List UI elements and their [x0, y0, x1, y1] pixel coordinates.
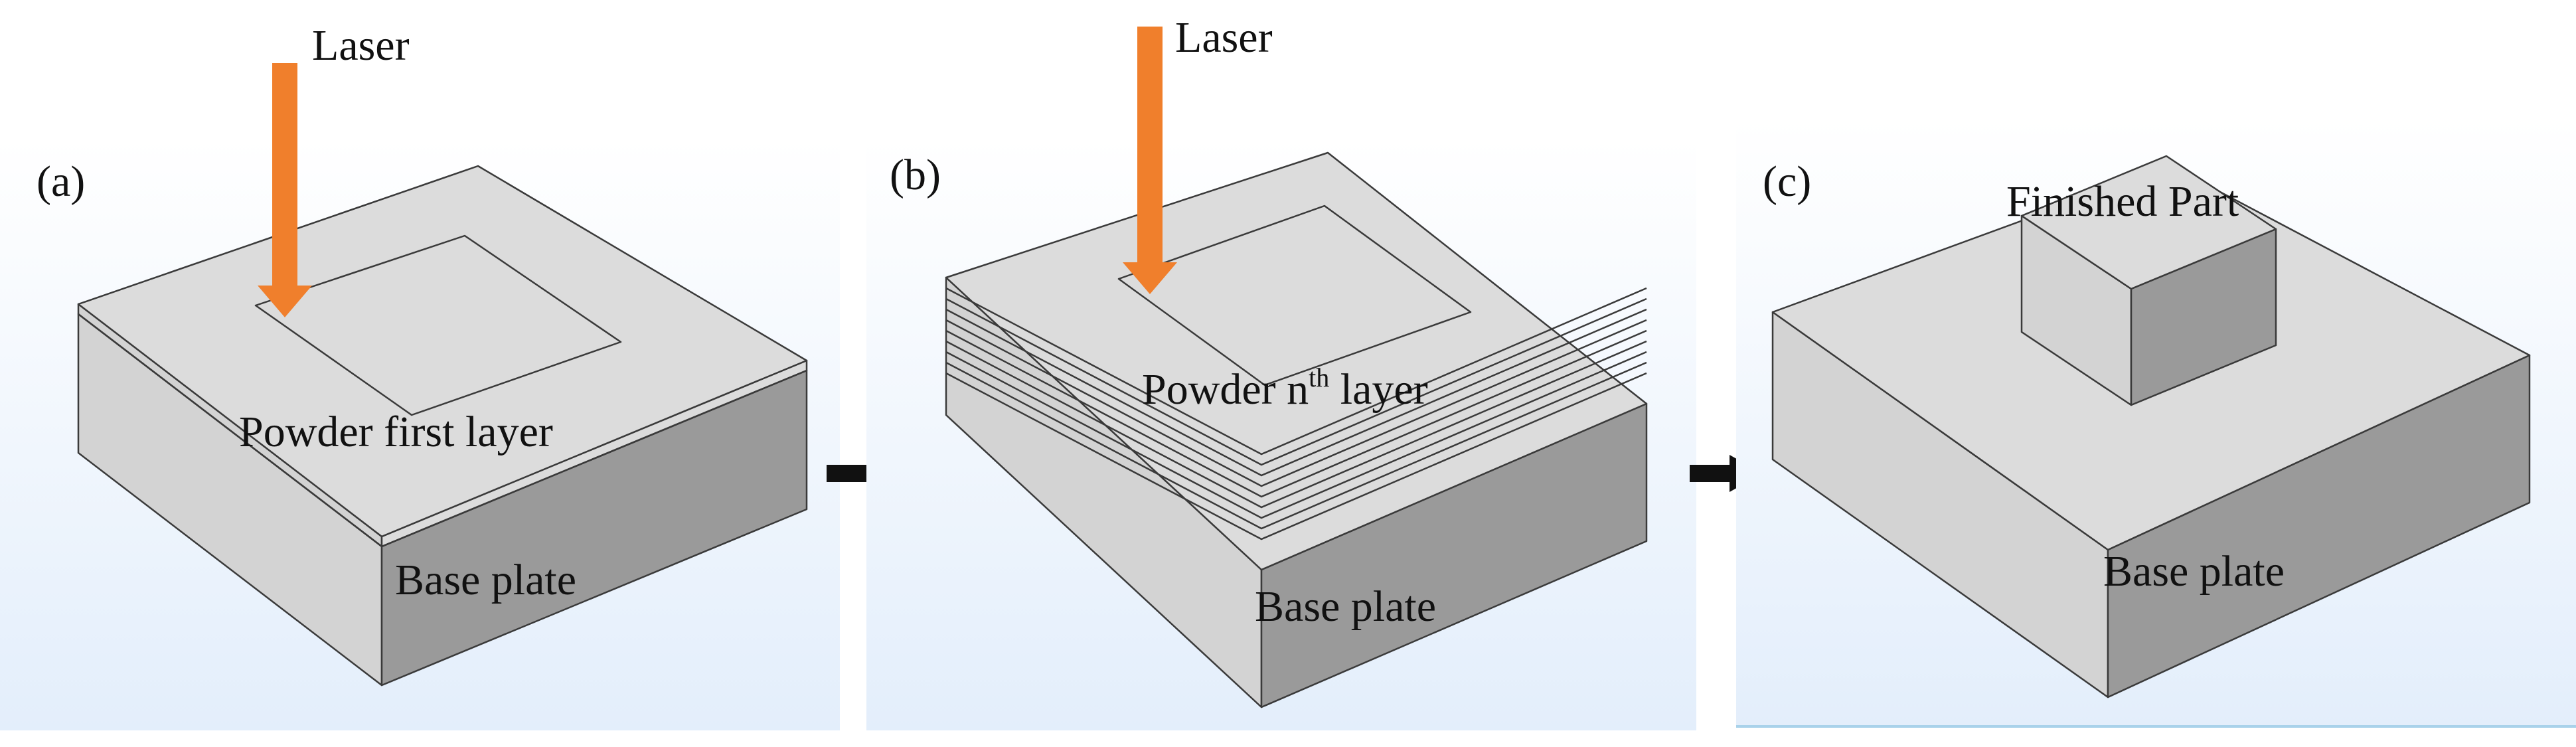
down-arrow-icon [1137, 27, 1163, 266]
panel-b: Laser (b) Powder nth layer Base plate [866, 13, 1696, 730]
panel-tag-b: (b) [890, 151, 941, 199]
down-arrow-icon [272, 63, 297, 289]
powder-layer-label-b: Powder nth layer [1142, 363, 1428, 414]
base-plate-label-c: Base plate [2103, 547, 2285, 596]
powder-layer-line [945, 372, 1647, 540]
laser-arrowhead-icon [1123, 262, 1177, 294]
panel-a: Laser (a) Powder first layer Base plate [0, 21, 840, 730]
powder-layer-line [945, 340, 1647, 509]
powder-layer-line [945, 319, 1647, 487]
laser-label-b: Laser [1175, 13, 1273, 62]
panel-c: (c) Finished Part Base plate [1736, 120, 2576, 728]
base-plate-label-b: Base plate [1255, 582, 1436, 631]
base-plate-label-a: Base plate [395, 556, 576, 604]
right-arrow-icon [1690, 465, 1731, 482]
powder-layer-line [945, 329, 1647, 498]
finished-part-label: Finished Part [2006, 177, 2239, 226]
panel-tag-a: (a) [37, 157, 85, 206]
powder-layer-line [945, 297, 1647, 466]
powder-layers-stack [945, 287, 1647, 540]
laser-beam-b [1123, 27, 1177, 294]
powder-layer-line [945, 308, 1647, 477]
scan-area-outline [1117, 205, 1472, 386]
laser-beam-a [258, 63, 312, 317]
powder-layer-label-a: Powder first layer [239, 408, 553, 456]
finished-part-top-face [2020, 155, 2277, 290]
powder-layer-line [945, 361, 1647, 530]
powder-layer-line [945, 351, 1647, 519]
powder-layer-line [945, 287, 1647, 456]
scan-area-outline [254, 234, 622, 416]
layer-seam-line [78, 313, 807, 548]
laser-label-a: Laser [312, 21, 410, 70]
laser-arrowhead-icon [258, 286, 312, 317]
right-arrow-icon [827, 465, 868, 482]
panel-tag-c: (c) [1763, 157, 1811, 206]
